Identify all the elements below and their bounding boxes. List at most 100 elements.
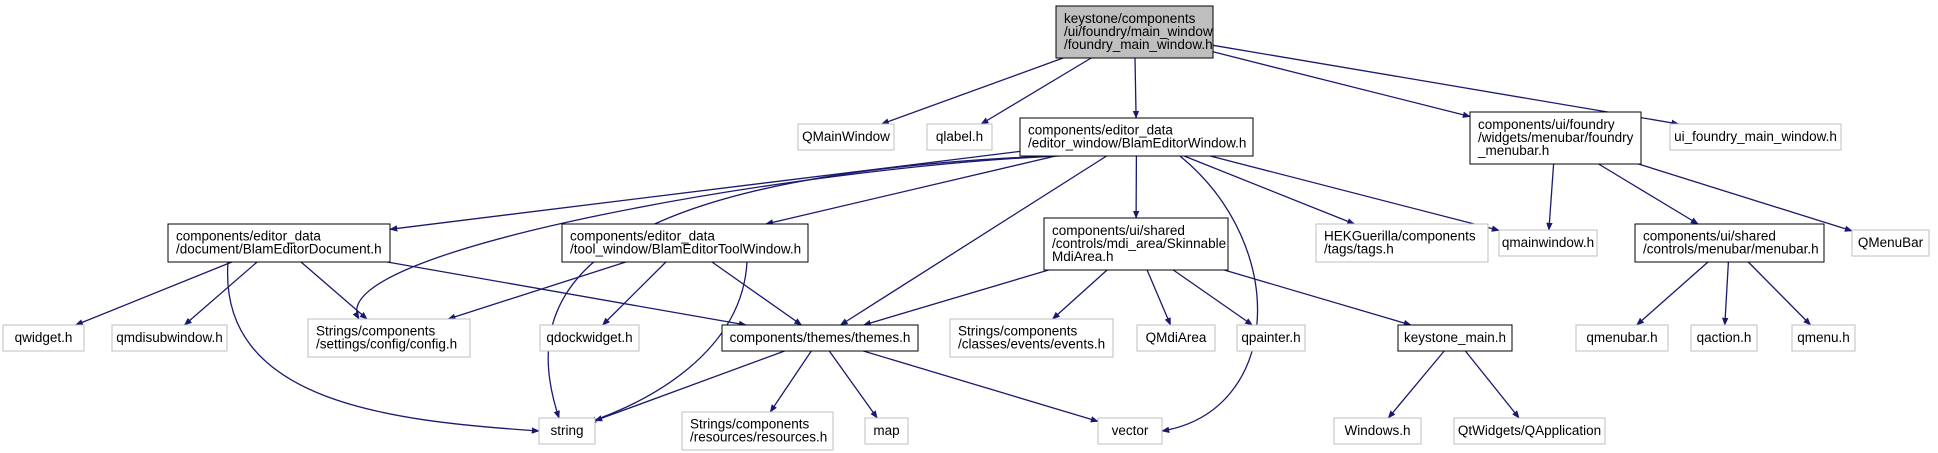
node-label-line: /document/BlamEditorDocument.h <box>176 242 382 257</box>
node-box <box>1043 217 1229 271</box>
file-nodes: keystone/components/ui/foundry/main_wind… <box>2 5 1930 451</box>
edge-blam_editor_window-to-themes <box>839 155 1107 326</box>
node-box <box>1669 123 1842 151</box>
node-tags: HEKGuerilla/components/tags/tags.h <box>1315 223 1489 263</box>
node-label-line: Strings/components <box>690 417 810 432</box>
node-skinnable-mdi-area[interactable]: components/ui/shared/controls/mdi_area/S… <box>1043 217 1229 271</box>
edge-themes-to-map <box>828 350 878 419</box>
node-label-line: qmenu.h <box>1797 330 1850 345</box>
node-box <box>1333 417 1422 445</box>
node-label-line: Strings/components <box>958 324 1078 339</box>
node-blam-editor-tool-window[interactable]: components/editor_data/tool_window/BlamE… <box>561 223 809 263</box>
edge-skinnable_mdi_area-to-qmdiarea <box>1146 269 1172 326</box>
node-label-line: /resources/resources.h <box>690 430 827 445</box>
node-label-line: /foundry_main_window.h <box>1064 37 1213 52</box>
node-qapplication: QtWidgets/QApplication <box>1453 417 1606 445</box>
node-label-line: components/editor_data <box>570 229 715 244</box>
node-label-line: qdockwidget.h <box>546 330 632 345</box>
node-label-line: QMainWindow <box>802 129 890 144</box>
edge-blam_editor_document-to-config <box>300 261 368 320</box>
edge-themes-to-string <box>594 350 785 422</box>
node-label-line: /controls/menubar/menubar.h <box>1643 242 1819 257</box>
node-label-line: /ui/foundry/main_window <box>1064 24 1213 39</box>
node-label-line: Windows.h <box>1344 423 1410 438</box>
node-box <box>111 324 228 352</box>
edge-blam_editor_tool_window-to-config <box>447 261 626 320</box>
edge-blam_editor_tool_window-to-qdockwidget <box>602 261 667 326</box>
node-keystone-main[interactable]: keystone_main.h <box>1397 324 1513 352</box>
node-qmainwindow-h: qmainwindow.h <box>1498 229 1598 257</box>
node-qmainwindow-ext: QMainWindow <box>797 123 895 151</box>
node-label-line: qlabel.h <box>936 129 983 144</box>
node-label-line: /editor_window/BlamEditorWindow.h <box>1028 136 1246 151</box>
node-qaction: qaction.h <box>1690 324 1758 352</box>
node-box <box>539 324 640 352</box>
edge-blam_editor_document-to-themes <box>387 261 747 327</box>
node-label-line: string <box>550 423 583 438</box>
edge-shared_menubar-to-qmenu <box>1747 261 1812 326</box>
node-box <box>1097 417 1163 445</box>
node-label-line: _menubar.h <box>1477 143 1549 158</box>
node-label-line: components/ui/foundry <box>1478 117 1615 132</box>
node-box <box>864 417 909 445</box>
edge-keystone_main-to-windows <box>1387 350 1445 419</box>
edge-root-to-qmainwindow_ext <box>880 57 1064 125</box>
edge-blam_editor_window-to-blam_editor_document <box>389 150 1021 232</box>
edge-root-to-qlabel <box>980 57 1092 125</box>
node-label-line: vector <box>1112 423 1149 438</box>
node-label-line: /tool_window/BlamEditorToolWindow.h <box>570 242 801 257</box>
node-shared-menubar[interactable]: components/ui/shared/controls/menubar/me… <box>1634 223 1825 263</box>
edge-keystone_main-to-qapplication <box>1464 350 1520 419</box>
edge-blam_editor_window-to-blam_editor_tool_window <box>765 155 1056 226</box>
edge-skinnable_mdi_area-to-qpainter <box>1172 269 1253 326</box>
node-resources: Strings/components/resources/resources.h <box>681 411 834 451</box>
node-label-line: /controls/mdi_area/Skinnable <box>1052 236 1226 251</box>
node-label-line: qmdisubwindow.h <box>116 330 223 345</box>
edge-skinnable_mdi_area-to-themes <box>862 269 1049 327</box>
node-themes[interactable]: components/themes/themes.h <box>721 324 919 352</box>
edge-blam_editor_tool_window-to-string <box>588 261 748 423</box>
node-label-line: qwidget.h <box>15 330 73 345</box>
edge-foundry_menubar-to-qmainwindow_h <box>1546 163 1555 231</box>
node-label-line: qpainter.h <box>1241 330 1300 345</box>
node-box <box>2 324 85 352</box>
edge-blam_editor_document-to-qmdisubwindow <box>183 261 258 326</box>
node-box <box>1498 229 1598 257</box>
node-label-line: MdiArea.h <box>1052 249 1114 264</box>
node-events: Strings/components/classes/events/events… <box>949 318 1114 358</box>
edge-themes-to-resources <box>769 350 812 413</box>
node-label-line: components/ui/shared <box>1643 229 1776 244</box>
node-label-line: QMdiArea <box>1146 330 1207 345</box>
node-vector: vector <box>1097 417 1163 445</box>
node-label-line: HEKGuerilla/components <box>1324 229 1476 244</box>
node-box <box>949 318 1114 358</box>
node-blam-editor-window[interactable]: components/editor_data/editor_window/Bla… <box>1019 117 1254 157</box>
node-foundry-menubar[interactable]: components/ui/foundry/widgets/menubar/fo… <box>1469 111 1642 165</box>
node-label-line: QtWidgets/QApplication <box>1458 423 1601 438</box>
edge-blam_editor_window-to-vector <box>1161 155 1259 433</box>
node-box <box>307 318 471 358</box>
edge-blam_editor_window-to-config <box>352 155 1061 320</box>
node-box <box>1315 223 1489 263</box>
edge-foundry_menubar-to-qmenubar_cls <box>1638 163 1853 232</box>
node-label-line: qmainwindow.h <box>1502 235 1594 250</box>
node-box <box>1397 324 1513 352</box>
node-label-line: /settings/config/config.h <box>316 337 457 352</box>
node-label-line: components/editor_data <box>1028 123 1173 138</box>
node-qmenu: qmenu.h <box>1791 324 1856 352</box>
edge-skinnable_mdi_area-to-events <box>1052 269 1108 320</box>
edge-shared_menubar-to-qaction <box>1722 261 1730 326</box>
node-ui-foundry-main-window: ui_foundry_main_window.h <box>1669 123 1842 151</box>
node-qpainter: qpainter.h <box>1236 324 1306 352</box>
node-label-line: QMenuBar <box>1858 235 1924 250</box>
edge-foundry_menubar-to-shared_menubar <box>1598 163 1699 225</box>
node-qmenubar-cls: QMenuBar <box>1851 229 1930 257</box>
node-box <box>1791 324 1856 352</box>
node-box <box>926 123 993 151</box>
node-root[interactable]: keystone/components/ui/foundry/main_wind… <box>1055 5 1214 59</box>
node-qmenubar-h: qmenubar.h <box>1575 324 1669 352</box>
node-label-line: keystone/components <box>1064 11 1196 26</box>
node-blam-editor-document[interactable]: components/editor_data/document/BlamEdit… <box>167 223 391 263</box>
node-label-line: components/editor_data <box>176 229 321 244</box>
